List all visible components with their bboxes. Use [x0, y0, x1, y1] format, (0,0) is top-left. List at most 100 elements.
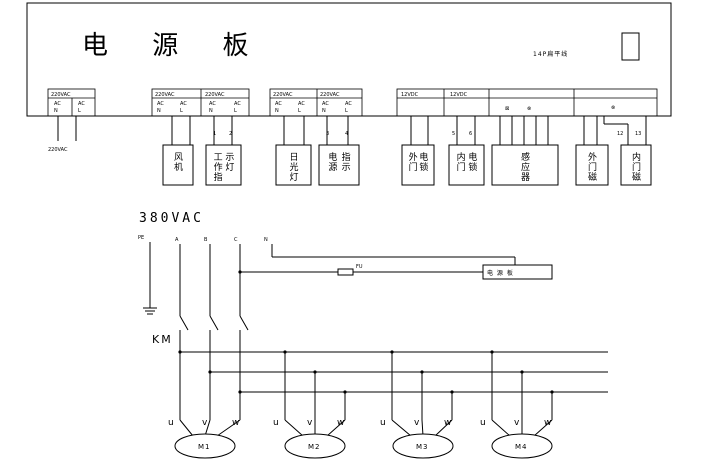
device-label-char: 外 — [588, 151, 597, 163]
device-7: 外门磁 — [575, 144, 609, 186]
pin-n: N — [275, 108, 279, 114]
pin-ac: AC — [54, 101, 61, 107]
phase-n: N — [264, 237, 268, 243]
device-label-char: 示 — [342, 163, 351, 173]
pin-number: 12 — [617, 131, 623, 137]
terminal-label: u — [168, 418, 174, 428]
device-label-char: 日 — [290, 152, 299, 163]
device-label-char: 电 — [328, 151, 337, 163]
junction-dot — [238, 390, 242, 394]
phase-b: B — [204, 237, 208, 243]
board-ref-box — [482, 264, 553, 280]
device-box — [275, 144, 312, 186]
device-label-char: 锁 — [468, 161, 477, 173]
fuse-label: FU — [356, 264, 363, 270]
device-label-char: 灯 — [290, 172, 299, 183]
pin-l: L — [234, 108, 237, 114]
pin-n: N — [322, 108, 326, 114]
device-box — [491, 144, 559, 186]
motor-label: M2 — [308, 443, 321, 451]
terminal-label: w — [444, 418, 451, 428]
device-6: 感应器 — [491, 144, 559, 186]
device-label-char: 门 — [457, 161, 466, 173]
device-label-char: 门 — [409, 161, 418, 173]
connector-symbol: ⊠ — [505, 106, 509, 112]
device-label-char: 电 — [419, 151, 428, 163]
power-wires — [143, 242, 608, 420]
device-label-char: 锁 — [419, 161, 428, 173]
dc-label: 12VDC — [401, 92, 419, 98]
device-label-char: 磁 — [632, 171, 641, 183]
junction-dot — [208, 370, 212, 374]
device-label-char: 指 — [342, 151, 351, 163]
pin-l: L — [180, 108, 183, 114]
device-label-char: 指 — [214, 171, 223, 183]
connector-light-power: 220VAC 220VAC AC N AC L AC N AC L — [269, 88, 363, 117]
connector-symbol: ⊗ — [527, 106, 531, 112]
device-label-char: 感 — [521, 151, 530, 163]
flat-cable-connector — [621, 32, 640, 61]
junction-dot — [238, 270, 242, 274]
pin-ac: AC — [209, 101, 216, 107]
pin-l: L — [345, 108, 348, 114]
device-box — [401, 144, 435, 186]
motor-label: M4 — [515, 443, 528, 451]
motor-body — [174, 433, 236, 459]
pin-n: N — [157, 108, 161, 114]
device-label-char: 光 — [290, 161, 299, 173]
device-label-char: 器 — [521, 172, 530, 183]
device-label-char: 门 — [588, 161, 597, 173]
pin-ac: AC — [345, 101, 352, 107]
input-label: 220VAC — [51, 92, 71, 98]
connector-symbol: ⊗ — [611, 105, 615, 111]
group-label: 220VAC — [205, 92, 225, 98]
device-box — [575, 144, 609, 186]
pin-number: 5 — [452, 131, 455, 137]
device-box — [318, 144, 360, 186]
dc-label: 12VDC — [450, 92, 468, 98]
device-box — [162, 144, 194, 186]
connector-fan-work: 220VAC 220VAC AC N AC L AC N AC L — [151, 88, 250, 117]
device-label-char: 门 — [632, 161, 641, 173]
pin-ac: AC — [298, 101, 305, 107]
device-label-char: 作 — [214, 161, 223, 173]
terminal-label: v — [307, 418, 313, 428]
motor-3: u v wM3 — [380, 352, 454, 459]
terminal-label: v — [414, 418, 420, 428]
phase-c: C — [234, 237, 238, 243]
motor-label: M3 — [416, 443, 429, 451]
device-2: 日光灯 — [275, 144, 312, 186]
pin-l: L — [78, 108, 81, 114]
pin-ac: AC — [322, 101, 329, 107]
connector-dc: 12VDC 12VDC ⊠ ⊗ ⊗ — [396, 88, 658, 117]
terminal-label: w — [232, 418, 239, 428]
motor-label: M1 — [198, 443, 211, 451]
motor-body — [284, 433, 346, 459]
pin-n: N — [209, 108, 213, 114]
group-label: 220VAC — [155, 92, 175, 98]
terminal-label: u — [480, 418, 486, 428]
pin-number: 6 — [469, 131, 472, 137]
terminal-label: w — [337, 418, 344, 428]
pin-number: 3 — [326, 131, 329, 137]
device-label-char: 工 — [214, 153, 223, 163]
group-label: 220VAC — [273, 92, 293, 98]
device-label-char: 磁 — [588, 171, 597, 183]
motor-body — [392, 433, 454, 459]
device-0: 风机 — [162, 144, 194, 186]
device-label-char: 机 — [174, 161, 183, 173]
terminal-label: u — [380, 418, 386, 428]
phase-pe: PE — [138, 235, 144, 241]
pin-ac: AC — [275, 101, 282, 107]
pin-ac: AC — [180, 101, 187, 107]
pin-number: 4 — [345, 131, 348, 137]
flat-cable-label: 14P扁平线 — [533, 50, 568, 58]
device-box — [448, 144, 485, 186]
